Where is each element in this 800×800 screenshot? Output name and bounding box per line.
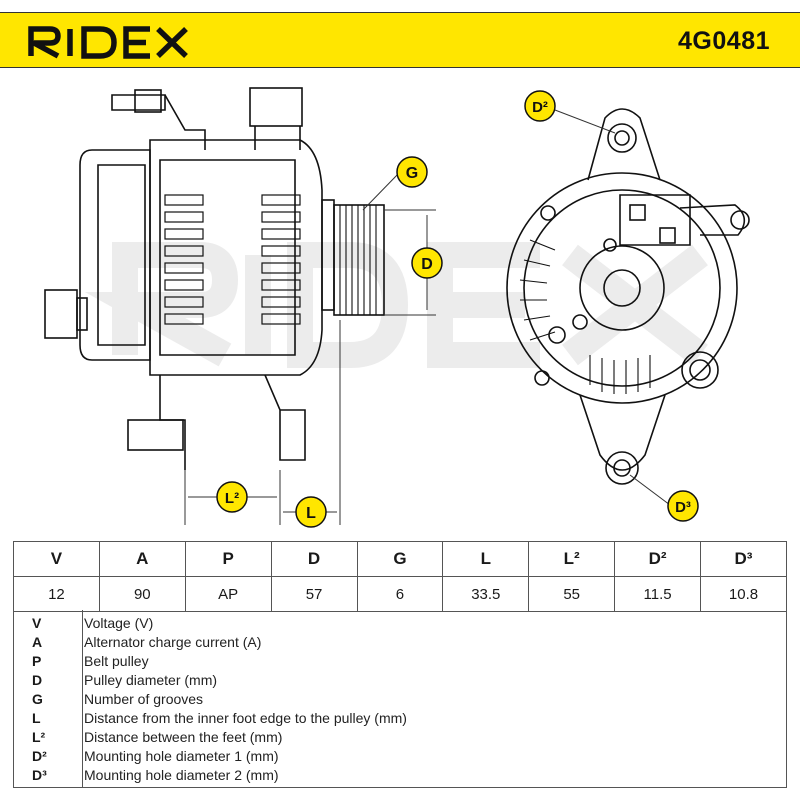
spec-value: AP bbox=[184, 576, 272, 612]
spec-header: P bbox=[184, 541, 272, 577]
legend-item: G Number of grooves bbox=[14, 690, 788, 708]
spec-value: 57 bbox=[270, 576, 358, 612]
spec-header: D bbox=[270, 541, 358, 577]
legend-code: D bbox=[32, 672, 43, 688]
legend-code: L bbox=[32, 710, 41, 726]
spec-header: D² bbox=[614, 541, 701, 577]
ridex-logo bbox=[28, 26, 188, 59]
svg-text:L²: L² bbox=[225, 490, 239, 507]
spec-header: D³ bbox=[700, 541, 787, 577]
spec-value: 12 bbox=[13, 576, 100, 612]
legend-desc: Mounting hole diameter 1 (mm) bbox=[84, 748, 279, 764]
svg-text:D²: D² bbox=[532, 99, 548, 116]
legend-item: A Alternator charge current (A) bbox=[14, 633, 788, 651]
callout-l: L bbox=[295, 496, 327, 528]
callout-l2: L² bbox=[216, 481, 248, 513]
legend-desc: Voltage (V) bbox=[84, 615, 154, 631]
legend-desc: Alternator charge current (A) bbox=[84, 634, 262, 650]
front-view-leaders bbox=[554, 109, 671, 506]
legend-desc: Number of grooves bbox=[84, 691, 204, 707]
front-view bbox=[506, 108, 750, 485]
legend-desc: Pulley diameter (mm) bbox=[84, 672, 218, 688]
spec-value: 6 bbox=[356, 576, 444, 612]
specs-values-row: 12 90 AP 57 6 33.5 55 11.5 10.8 bbox=[13, 576, 787, 612]
header-bar: 4G0481 bbox=[0, 12, 800, 68]
svg-text:D³: D³ bbox=[675, 499, 691, 516]
legend-item: L Distance from the inner foot edge to th… bbox=[14, 709, 788, 727]
spec-value: 11.5 bbox=[614, 576, 701, 612]
legend-code: A bbox=[32, 634, 43, 650]
part-number: 4G0481 bbox=[678, 27, 770, 55]
side-view bbox=[44, 87, 385, 470]
legend-desc: Distance between the feet (mm) bbox=[84, 729, 283, 745]
callout-d2: D² bbox=[524, 90, 556, 122]
svg-text:L: L bbox=[306, 505, 316, 522]
legend-item: P Belt pulley bbox=[14, 652, 788, 670]
ridex-watermark bbox=[84, 242, 708, 368]
legend-item: D³ Mounting hole diameter 2 (mm) bbox=[14, 766, 788, 784]
legend-desc: Distance from the inner foot edge to the… bbox=[84, 710, 407, 726]
spec-header: L bbox=[442, 541, 530, 577]
spec-header: L² bbox=[528, 541, 616, 577]
spec-value: 90 bbox=[98, 576, 186, 612]
legend-item: D² Mounting hole diameter 1 (mm) bbox=[14, 747, 788, 765]
spec-value: 10.8 bbox=[700, 576, 787, 612]
legend-code: G bbox=[32, 691, 43, 707]
callout-d: D bbox=[411, 247, 443, 279]
svg-text:D: D bbox=[421, 256, 433, 273]
spec-value: 55 bbox=[528, 576, 616, 612]
specs-header-row: V A P D G L L² D² D³ bbox=[13, 541, 787, 577]
callout-g: G bbox=[396, 156, 428, 188]
legend-code: V bbox=[32, 615, 42, 631]
legend-code: D³ bbox=[32, 767, 47, 783]
spec-header: G bbox=[356, 541, 444, 577]
legend-code: L² bbox=[32, 729, 46, 745]
legend-item: V Voltage (V) bbox=[14, 614, 788, 632]
legend-code: P bbox=[32, 653, 42, 669]
specs-table: V A P D G L L² D² D³ 12 90 AP 57 6 33.5 … bbox=[13, 541, 787, 612]
spec-header: V bbox=[13, 541, 100, 577]
legend-desc: Mounting hole diameter 2 (mm) bbox=[84, 767, 279, 783]
callout-d3: D³ bbox=[667, 490, 699, 522]
legend: V Voltage (V) A Alternator charge current … bbox=[13, 610, 787, 788]
legend-code: D² bbox=[32, 748, 47, 764]
legend-divider bbox=[82, 610, 83, 787]
legend-item: D Pulley diameter (mm) bbox=[14, 671, 788, 689]
legend-desc: Belt pulley bbox=[84, 653, 149, 669]
legend-item: L² Distance between the feet (mm) bbox=[14, 728, 788, 746]
spec-header: A bbox=[98, 541, 186, 577]
svg-text:G: G bbox=[406, 165, 418, 182]
spec-value: 33.5 bbox=[442, 576, 530, 612]
alternator-drawing: G D L² L D² D³ bbox=[44, 87, 750, 528]
